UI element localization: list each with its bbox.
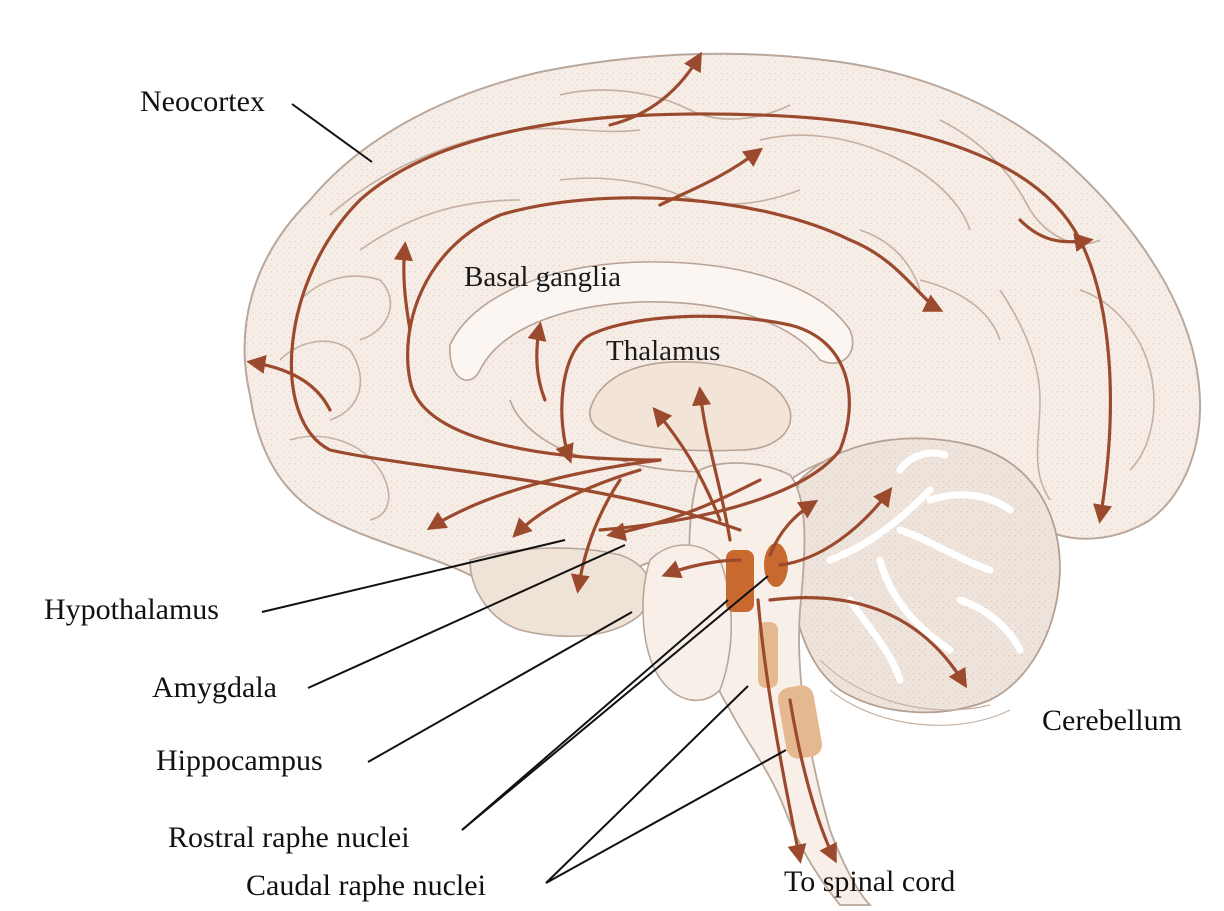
label-amygdala: Amygdala — [152, 671, 277, 704]
label-caudal-raphe-nuclei: Caudal raphe nuclei — [246, 869, 486, 902]
serotonin-projections — [246, 51, 1112, 864]
label-basal-ganglia: Basal ganglia — [464, 261, 621, 293]
leader-lines — [261, 103, 787, 884]
label-hippocampus: Hippocampus — [156, 744, 323, 777]
caudal-raphe-nucleus-2 — [777, 685, 823, 759]
label-hypothalamus: Hypothalamus — [44, 593, 219, 626]
rostral-raphe-nucleus-1 — [726, 550, 754, 612]
label-neocortex: Neocortex — [140, 85, 265, 118]
inner-structures — [449, 261, 854, 473]
label-thalamus: Thalamus — [606, 335, 720, 367]
temporal-lobe — [469, 547, 652, 638]
label-cerebellum: Cerebellum — [1042, 704, 1182, 737]
label-to-spinal-cord: To spinal cord — [784, 865, 955, 898]
cerebellum-shape — [789, 437, 1061, 726]
label-rostral-raphe-nuclei: Rostral raphe nuclei — [168, 821, 410, 854]
